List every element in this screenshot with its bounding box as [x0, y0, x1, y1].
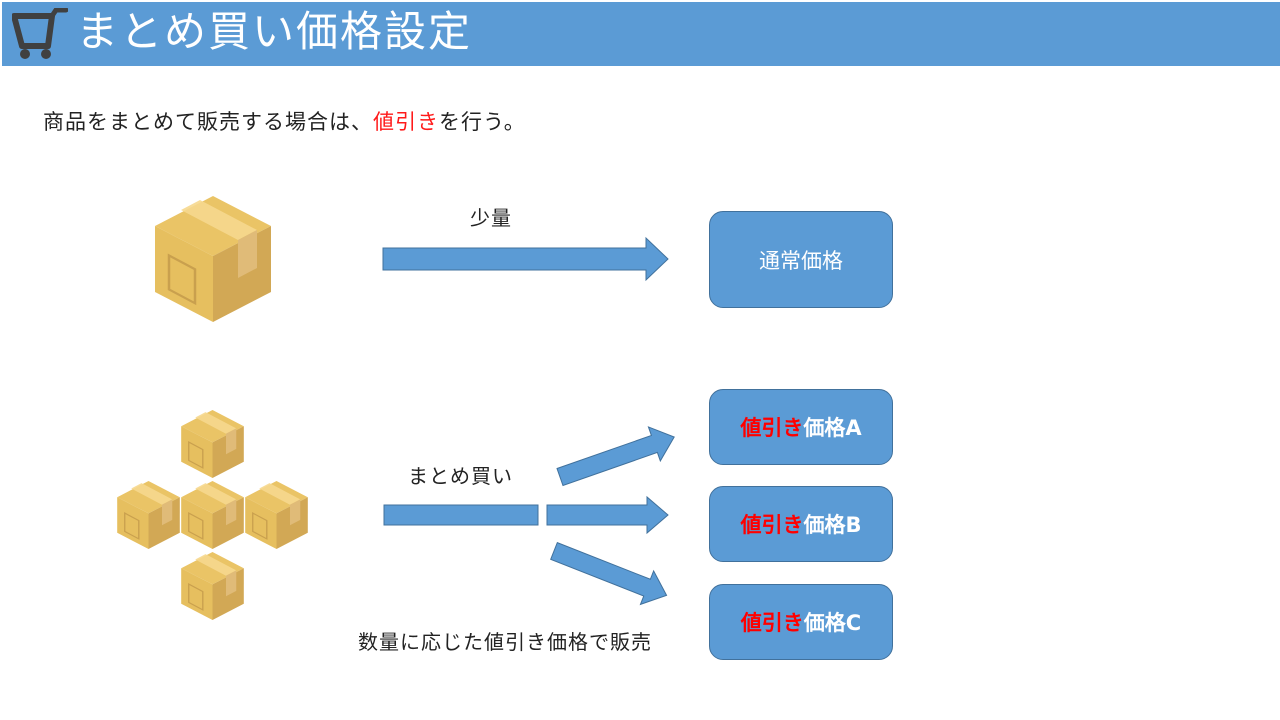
bulk-caption: 数量に応じた値引き価格で販売 [358, 630, 652, 654]
bulk-bar [383, 504, 539, 526]
price-label: 価格A [803, 416, 862, 440]
shopping-cart-icon [12, 8, 68, 59]
price-label: 価格C [803, 611, 862, 635]
page-title: まとめ買い価格設定 [76, 7, 473, 56]
arrow-to-a [556, 426, 675, 487]
arrow-to-b [546, 495, 669, 535]
price-label: 価格B [803, 513, 862, 537]
discount-label: 値引き [740, 416, 804, 440]
arrow-small-qty [382, 236, 669, 282]
discount-price-a-box: 値引き価格A [709, 389, 893, 465]
intro-before: 商品をまとめて販売する場合は、 [43, 110, 373, 134]
bulk-label: まとめ買い [408, 464, 513, 488]
discount-price-b-box: 値引き価格B [709, 486, 893, 562]
discount-label: 値引き [740, 611, 804, 635]
intro-text: 商品をまとめて販売する場合は、値引きを行う。 [43, 106, 526, 136]
normal-price-box: 通常価格 [709, 211, 893, 308]
intro-after: を行う。 [439, 110, 526, 134]
normal-price-label: 通常価格 [759, 248, 843, 273]
arrow-to-c [550, 541, 668, 606]
title-bar [2, 2, 1280, 66]
small-qty-label: 少量 [470, 206, 512, 230]
discount-label: 値引き [740, 513, 804, 537]
discount-price-c-box: 値引き価格C [709, 584, 893, 660]
intro-highlight: 値引き [373, 110, 439, 134]
